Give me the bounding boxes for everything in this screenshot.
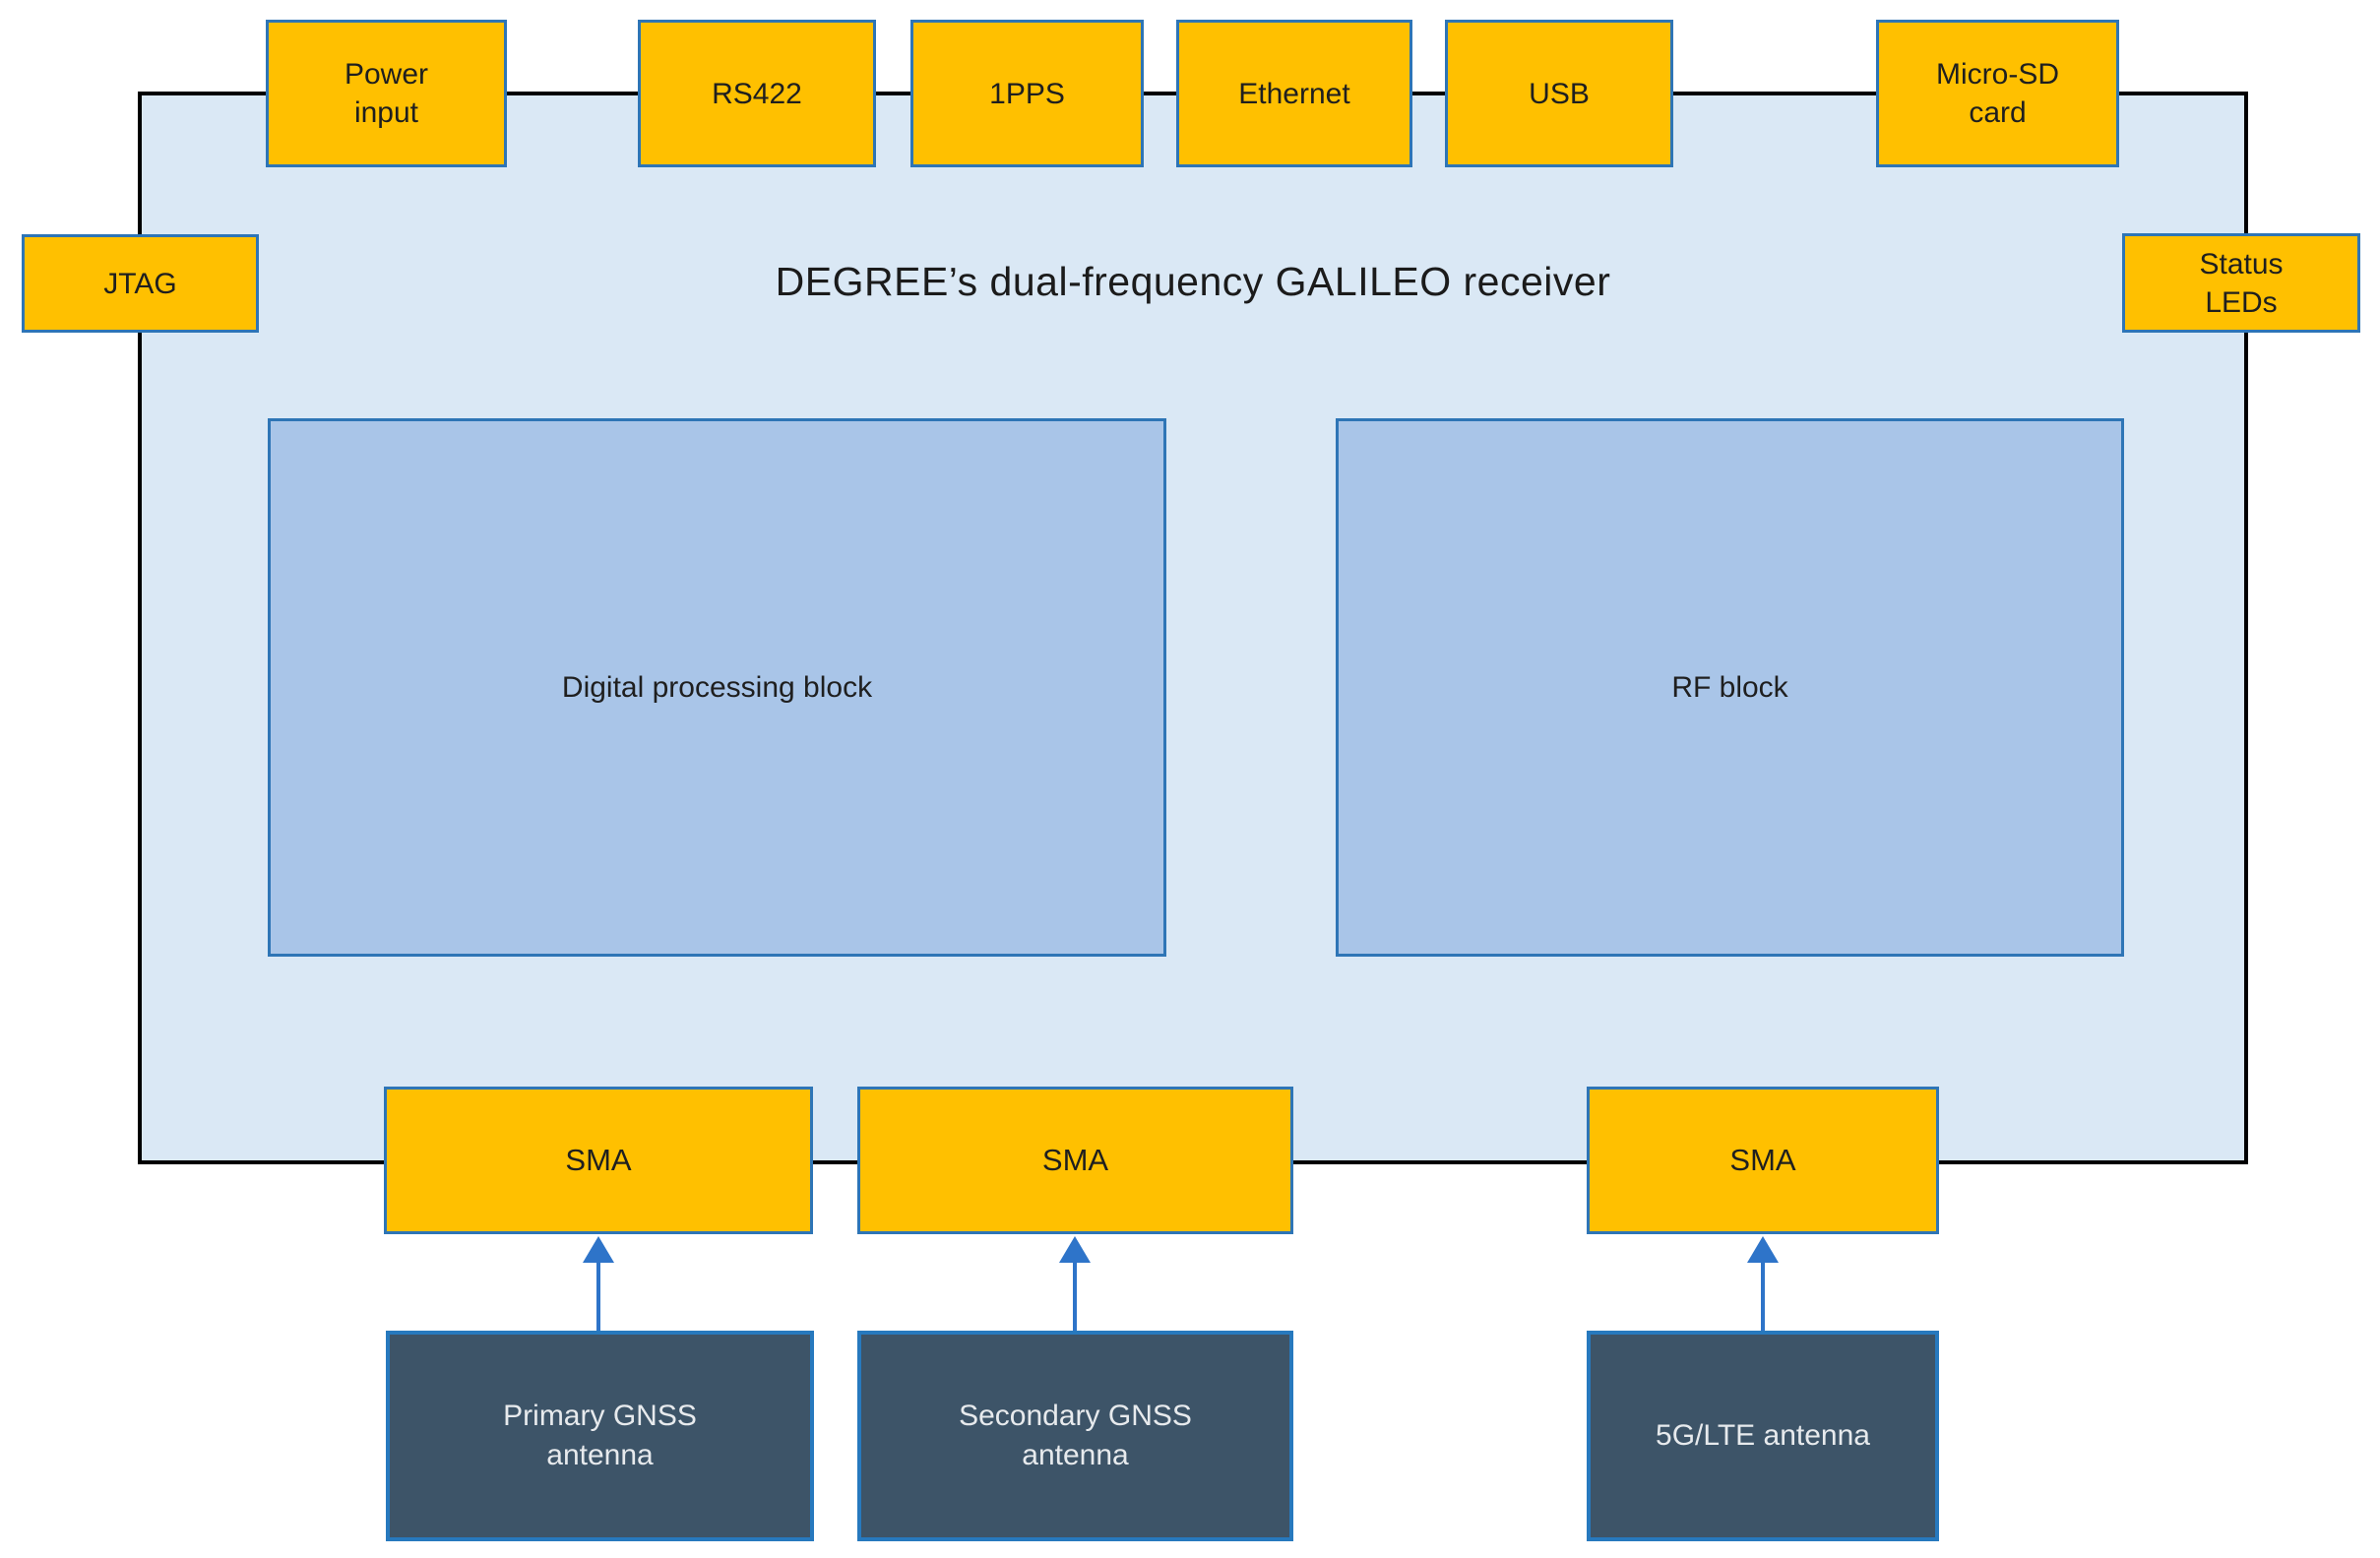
sma-connector-secondary-gnss: SMA <box>857 1087 1293 1234</box>
arrow-shaft <box>1073 1260 1077 1335</box>
port-1pps: 1PPS <box>910 20 1144 167</box>
sma-connector-primary-gnss: SMA <box>384 1087 813 1234</box>
arrowhead-icon <box>1747 1236 1779 1263</box>
rf-block: RF block <box>1336 418 2124 957</box>
arrowhead-icon <box>1059 1236 1091 1263</box>
port-status-leds: Status LEDs <box>2122 233 2360 333</box>
antenna-secondary-gnss: Secondary GNSS antenna <box>857 1331 1293 1541</box>
sma-connector-5g-lte: SMA <box>1587 1087 1939 1234</box>
port-jtag: JTAG <box>22 234 259 333</box>
port-micro-sd-card: Micro-SD card <box>1876 20 2119 167</box>
port-ethernet: Ethernet <box>1176 20 1412 167</box>
arrow-shaft <box>1761 1260 1765 1335</box>
port-rs422: RS422 <box>638 20 876 167</box>
receiver-title: DEGREE’s dual-frequency GALILEO receiver <box>775 259 1611 304</box>
digital-processing-block: Digital processing block <box>268 418 1166 957</box>
antenna-primary-gnss: Primary GNSS antenna <box>386 1331 814 1541</box>
antenna-5g-lte: 5G/LTE antenna <box>1587 1331 1939 1541</box>
arrow-shaft <box>596 1260 600 1335</box>
port-power-input: Power input <box>266 20 507 167</box>
arrowhead-icon <box>583 1236 614 1263</box>
port-usb: USB <box>1445 20 1673 167</box>
